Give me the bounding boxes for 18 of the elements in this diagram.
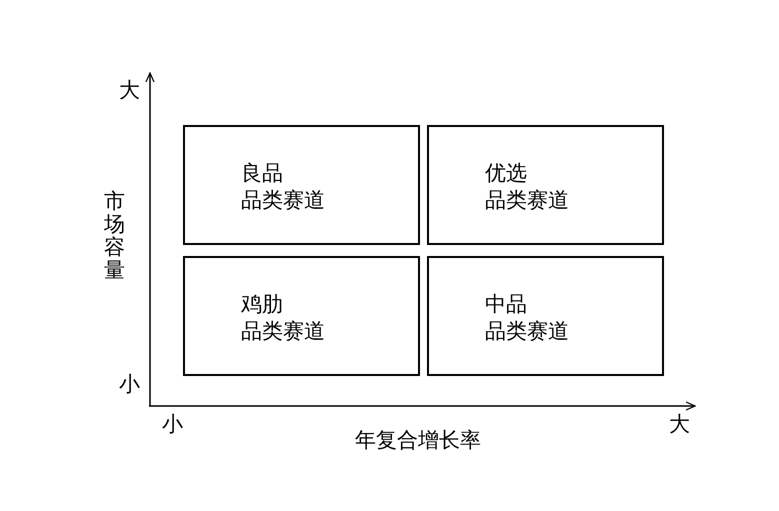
quadrant-box xyxy=(183,125,420,245)
axis-end-label: 大 xyxy=(669,412,690,436)
quadrant-title: 良品 xyxy=(241,160,283,187)
quadrant-subtitle: 品类赛道 xyxy=(241,318,325,345)
quadrant-box xyxy=(427,125,664,245)
quadrant-title: 中品 xyxy=(485,291,527,318)
quadrant-box xyxy=(427,256,664,376)
x-axis-title: 年复合增长率 xyxy=(355,428,481,452)
quadrant-box xyxy=(183,256,420,376)
axis-end-label: 小 xyxy=(119,372,140,396)
axis-end-label: 大 xyxy=(119,78,140,102)
quadrant-subtitle: 品类赛道 xyxy=(485,318,569,345)
quadrant-title: 优选 xyxy=(485,160,527,187)
quadrant-subtitle: 品类赛道 xyxy=(241,187,325,214)
quadrant-subtitle: 品类赛道 xyxy=(485,187,569,214)
quadrant-title: 鸡肋 xyxy=(241,291,283,318)
axis-end-label: 小 xyxy=(162,412,183,436)
y-axis-title: 市场容量 xyxy=(104,190,126,282)
